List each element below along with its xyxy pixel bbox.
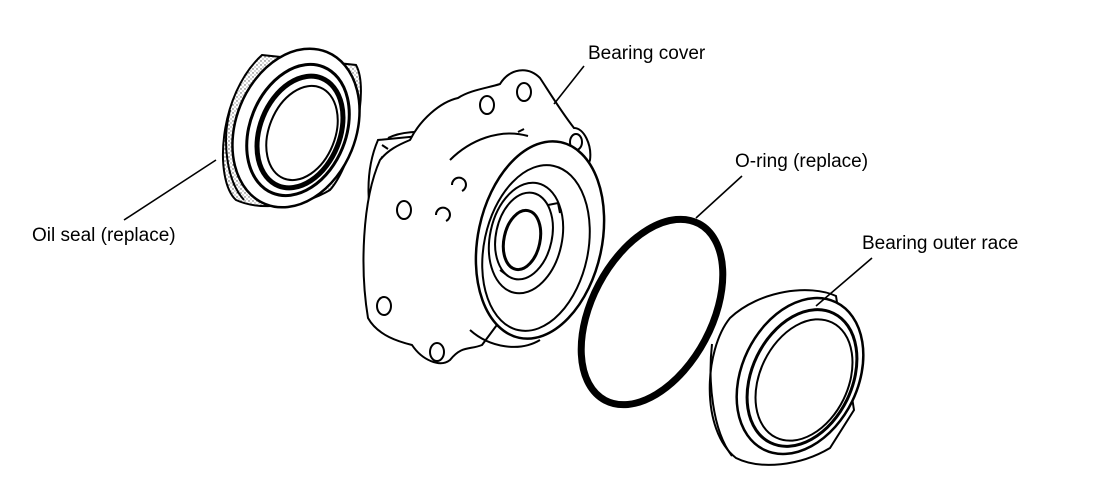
leader-bearing-cover <box>553 65 585 105</box>
leader-o-ring <box>695 175 743 219</box>
leader-lines <box>123 65 873 307</box>
bearing-outer-race-label: Bearing outer race <box>862 233 1019 254</box>
o-ring-label: O-ring (replace) <box>735 151 869 172</box>
bearing-outer-race-part <box>708 289 865 466</box>
bearing-cover-part <box>362 69 606 365</box>
leader-bearing-outer-race <box>815 257 873 307</box>
leader-oil-seal <box>123 159 217 221</box>
bearing-cover-label: Bearing cover <box>588 43 706 64</box>
oil-seal-part <box>222 47 362 209</box>
o-ring-part <box>577 215 727 409</box>
oil-seal-label: Oil seal (replace) <box>32 225 176 246</box>
